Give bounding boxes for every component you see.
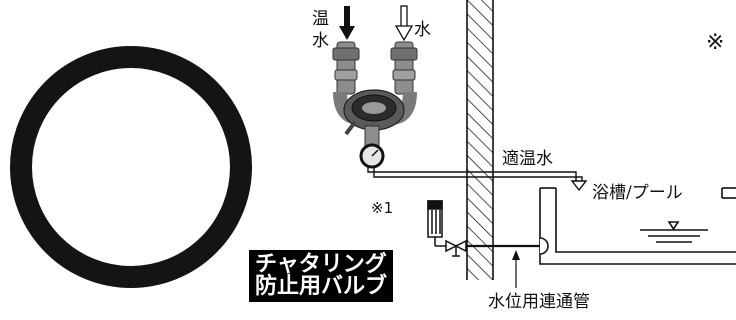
- chattering-valve-label: チャタリング 防止用バルブ: [249, 250, 394, 302]
- connecting-pipe: [456, 237, 549, 255]
- hot-water-arrow-icon: [339, 6, 355, 40]
- mixed-water-pipe: [367, 167, 588, 192]
- cold-water-arrow-icon: [394, 5, 414, 42]
- chattering-valve-icon: [427, 200, 467, 257]
- tub: [539, 187, 736, 265]
- mixing-valve-icon: [332, 41, 418, 169]
- valve-label-line1: チャタリング: [255, 252, 387, 277]
- cold-water-label: 水: [414, 20, 431, 40]
- mixed-water-label: 適温水: [502, 149, 553, 169]
- hot-water-label-2: 水: [312, 31, 329, 51]
- pipe-pointer-arrow-icon: [512, 250, 520, 288]
- ring-icon: [10, 46, 252, 288]
- wall: [466, 0, 494, 280]
- corner-mark-label: ※: [706, 30, 725, 55]
- hot-water-label: 温: [312, 9, 329, 29]
- valve-label-line2: 防止用バルブ: [255, 274, 388, 299]
- note-mark-label: ※1: [371, 199, 394, 217]
- connecting-pipe-label: 水位用連通管: [488, 292, 590, 312]
- tub-label: 浴槽/プール: [592, 183, 683, 203]
